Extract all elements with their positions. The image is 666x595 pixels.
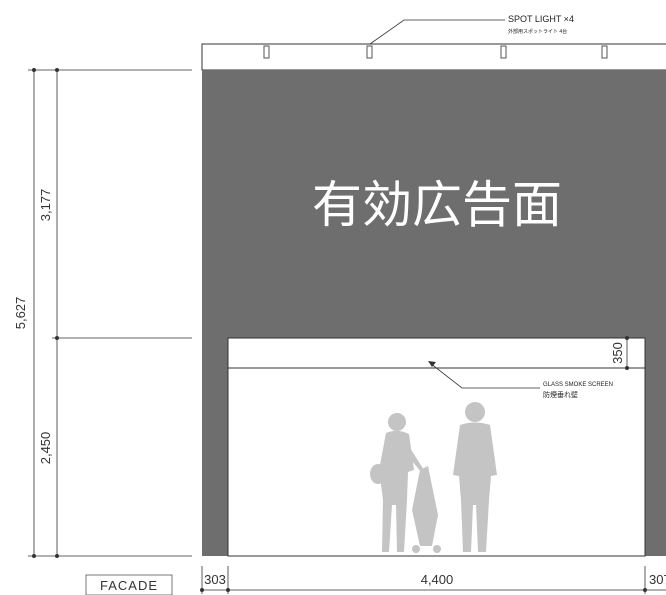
ad-area-text: 有効広告面 — [312, 176, 562, 234]
smoke-screen-label: GLASS SMOKE SCREEN — [543, 382, 613, 388]
dim-opening-width: 4,400 — [421, 572, 454, 587]
spotlight-icon — [263, 45, 270, 59]
spotlight-sublabel: 外部用スポットライト 4台 — [508, 28, 567, 35]
dim-dot — [625, 336, 629, 340]
spotlight-icon — [601, 45, 608, 59]
dim-right-offset: 307 — [649, 572, 666, 587]
left-dim-dots — [32, 68, 59, 558]
ad-surface — [202, 70, 666, 556]
dim-left-offset: 303 — [204, 572, 226, 587]
dim-dot — [625, 366, 629, 370]
facade-title: FACADE — [100, 578, 158, 593]
spotlight-leader — [369, 19, 505, 45]
spotlight-icon — [500, 45, 507, 59]
left-dimensions — [28, 69, 192, 557]
leader-arrow — [428, 361, 436, 367]
dim-lower-height: 2,450 — [38, 432, 53, 465]
storefront-opening — [227, 337, 646, 557]
facade-title-box — [85, 574, 173, 595]
dim-total-height: 5,627 — [13, 297, 28, 330]
dim-upper-height: 3,177 — [38, 189, 53, 222]
dim-screen-height: 350 — [610, 342, 625, 364]
smoke-screen-leader — [429, 362, 540, 389]
spotlight-label: SPOT LIGHT ×4 — [508, 14, 574, 24]
canopy-band — [201, 43, 666, 71]
smoke-screen-sublabel: 防煙垂れ壁 — [543, 390, 578, 399]
people-silhouettes — [370, 402, 497, 553]
spotlight-icon — [366, 45, 373, 59]
bottom-dim-dots — [200, 588, 647, 592]
spotlight-icons — [263, 45, 608, 59]
